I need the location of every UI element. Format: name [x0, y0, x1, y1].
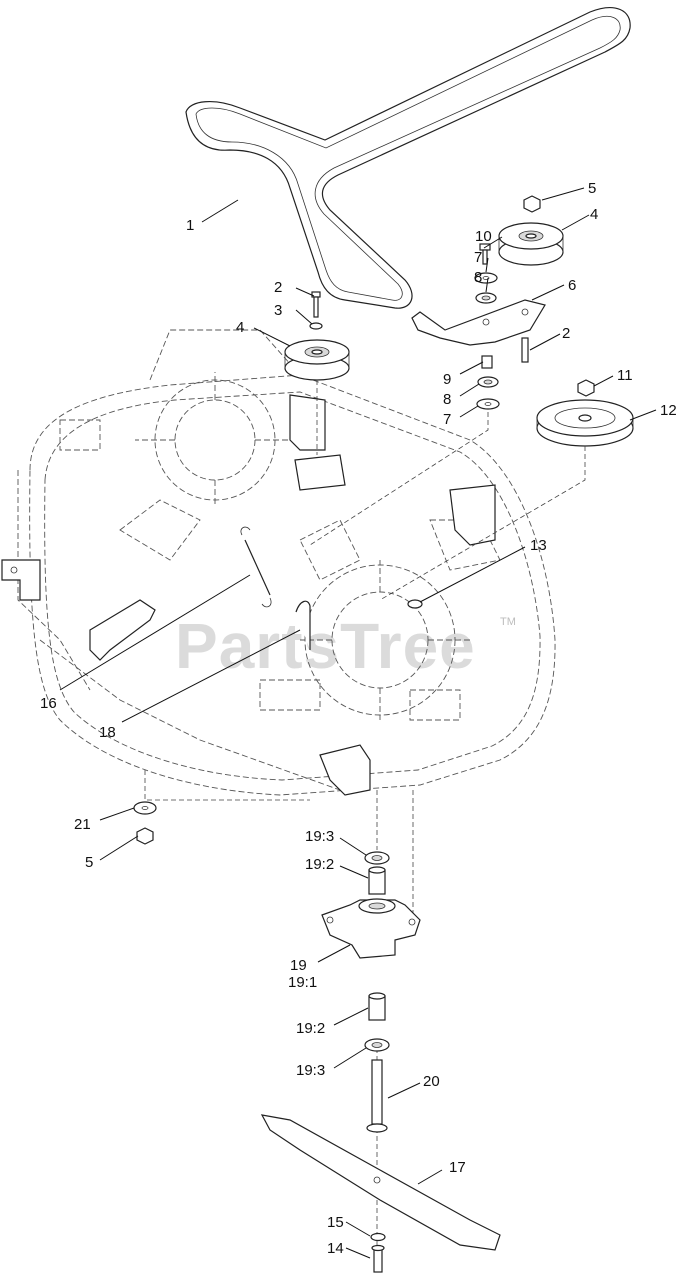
spindle-housing-19 [321, 898, 421, 959]
spacer-19-2-upper [368, 866, 386, 895]
callout-19-2-lower: 19:2 [296, 1020, 325, 1037]
callout-19-3-upper: 19:3 [305, 828, 334, 845]
mower-blade [260, 1114, 501, 1251]
washer-7-lower [476, 398, 500, 410]
bushing-9 [481, 355, 493, 369]
bearing-19-3-lower [364, 1038, 390, 1052]
washer-left [309, 322, 323, 330]
callout-2-left: 2 [274, 279, 282, 296]
mower-deck [17, 329, 556, 796]
callout-11: 11 [617, 367, 633, 384]
callout-14: 14 [327, 1240, 344, 1257]
callout-12: 12 [660, 402, 677, 419]
callout-7-lower: 7 [443, 411, 451, 428]
callout-19: 19 [290, 957, 307, 974]
leader-lines [59, 187, 657, 1259]
idler-pulley-right [498, 222, 564, 266]
callout-18: 18 [99, 724, 116, 741]
callout-6: 6 [568, 277, 576, 294]
callout-4-right: 4 [590, 206, 598, 223]
callout-13: 13 [530, 537, 547, 554]
spacer-19-2-lower [368, 992, 386, 1021]
callout-20: 20 [423, 1073, 440, 1090]
watermark-trademark: TM [500, 616, 516, 628]
bolt-right [521, 337, 529, 363]
callout-9: 9 [443, 371, 451, 388]
watermark: PartsTree TM [175, 610, 516, 682]
nut-11 [577, 379, 595, 397]
washer-15 [370, 1232, 386, 1242]
callout-5-lower: 5 [85, 854, 93, 871]
callout-19-2-upper: 19:2 [305, 856, 334, 873]
callout-2-right: 2 [562, 325, 570, 342]
deck-brackets [1, 394, 496, 796]
bearing-19-3-upper [364, 851, 390, 865]
callout-3: 3 [274, 302, 282, 319]
callout-1: 1 [186, 217, 194, 234]
callout-19-1: 19:1 [288, 974, 317, 991]
spacer-8-lower [477, 376, 499, 388]
callout-15: 15 [327, 1214, 344, 1231]
nut-top-right [523, 195, 541, 213]
washer-7-upper [474, 272, 498, 284]
callout-7-upper: 7 [474, 249, 482, 266]
spindle-shaft-20 [366, 1059, 388, 1133]
callout-16: 16 [40, 695, 57, 712]
extension-spring [240, 526, 272, 608]
bolt-left [311, 291, 321, 318]
callout-17: 17 [449, 1159, 466, 1176]
drive-belt [185, 7, 631, 309]
spindle-on-deck [407, 599, 423, 609]
idler-arm [411, 299, 546, 346]
nut-5-lower [136, 827, 154, 845]
callouts: 1 2 3 4 4 5 6 10 7 8 2 9 8 7 11 12 13 16… [40, 180, 677, 1257]
callout-10: 10 [475, 228, 492, 245]
rod-18 [295, 600, 311, 650]
callout-19-3-lower: 19:3 [296, 1062, 325, 1079]
spacer-8-upper [475, 292, 497, 304]
assembly-lines [144, 380, 586, 1250]
bolt-14 [371, 1244, 385, 1273]
callout-8-upper: 8 [474, 269, 482, 286]
spindle-pulley-12 [536, 399, 634, 447]
washer-21 [133, 801, 157, 815]
callout-8-lower: 8 [443, 391, 451, 408]
callout-21: 21 [74, 816, 91, 833]
callout-4-left: 4 [236, 319, 244, 336]
idler-pulley-left [284, 339, 350, 381]
callout-5-top: 5 [588, 180, 596, 197]
